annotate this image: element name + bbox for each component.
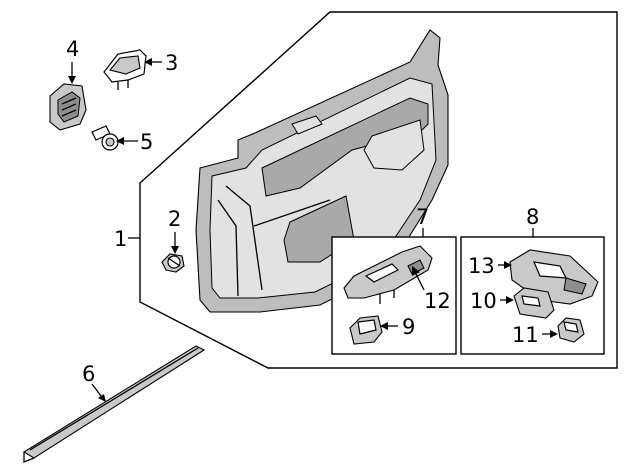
callout-3: 3: [165, 51, 178, 75]
part-11-knob: [557, 317, 585, 343]
part-5-screw: [91, 125, 119, 151]
arrow-11: [550, 330, 558, 338]
arrow-10: [506, 296, 514, 304]
part-3-bracket: [103, 49, 147, 90]
arrow-6: [98, 394, 106, 402]
part-2-clip: [161, 253, 185, 273]
callout-1: 1: [114, 227, 127, 251]
arrow-5: [116, 137, 124, 145]
callout-13: 13: [468, 254, 495, 278]
callout-8: 8: [526, 205, 539, 229]
callout-7: 7: [416, 205, 429, 229]
arrow-3: [144, 58, 152, 66]
callout-5: 5: [140, 130, 153, 154]
part-10-switch-module: [513, 287, 555, 319]
part-4-housing: [49, 83, 87, 131]
callout-12: 12: [424, 289, 451, 313]
callout-11: 11: [512, 323, 539, 347]
callout-10: 10: [470, 289, 497, 313]
callout-9: 9: [402, 315, 415, 339]
callout-2: 2: [168, 207, 181, 231]
arrow-12: [412, 266, 420, 276]
arrow-2: [171, 246, 179, 254]
arrow-heads: [68, 58, 558, 402]
callout-6: 6: [82, 362, 95, 386]
part-6-molding: [22, 345, 206, 463]
callout-4: 4: [66, 37, 79, 61]
arrow-4: [68, 76, 76, 84]
arrow-13: [504, 261, 512, 269]
arrow-9: [380, 322, 388, 330]
callouts: 1 2 3 4 5 6 7 8 9 10 11 12 13: [66, 37, 539, 386]
part-9-switch: [349, 315, 383, 345]
